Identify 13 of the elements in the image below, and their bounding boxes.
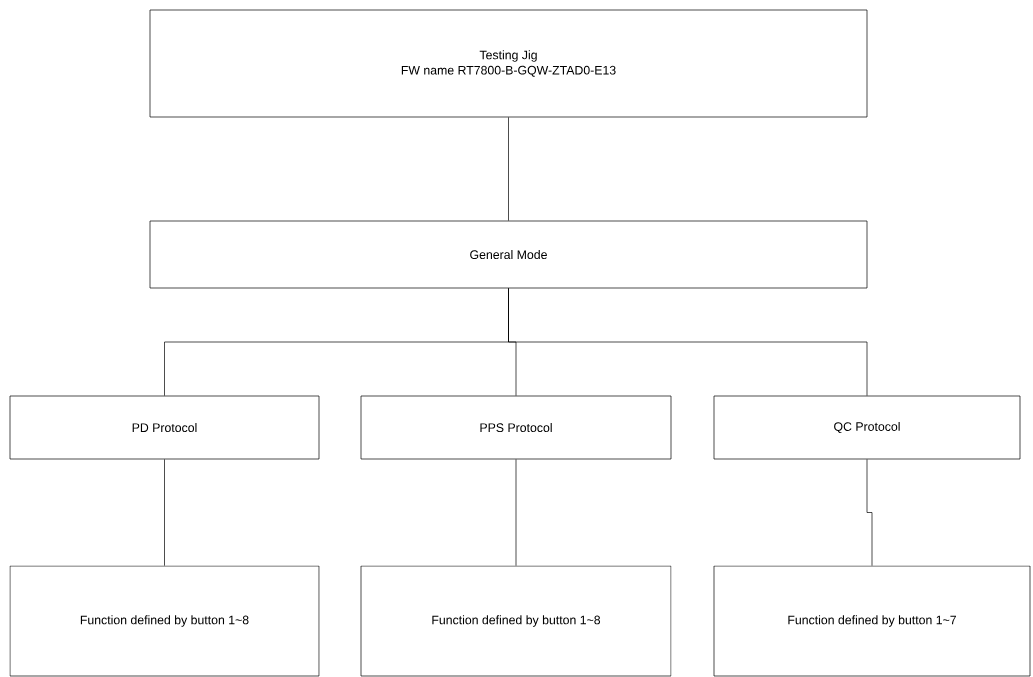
process-box: PPS Protocol — [360, 395, 672, 460]
process-box: Function defined by button 1~8 — [9, 565, 320, 677]
connector-line — [866, 459, 873, 566]
process-box: QC Protocol — [713, 395, 1021, 460]
process-box: Function defined by button 1~7 — [713, 565, 1031, 677]
process-box: Testing Jig FW name RT7800-B-GQW-ZTAD0-E13 — [149, 9, 868, 118]
connector-line — [508, 117, 509, 221]
process-box: PD Protocol — [9, 395, 320, 460]
connector-line — [515, 459, 517, 566]
process-box: General Mode — [149, 220, 868, 289]
process-box: Function defined by button 1~8 — [360, 565, 672, 677]
connector-line — [164, 459, 165, 566]
connector-line — [508, 288, 868, 396]
